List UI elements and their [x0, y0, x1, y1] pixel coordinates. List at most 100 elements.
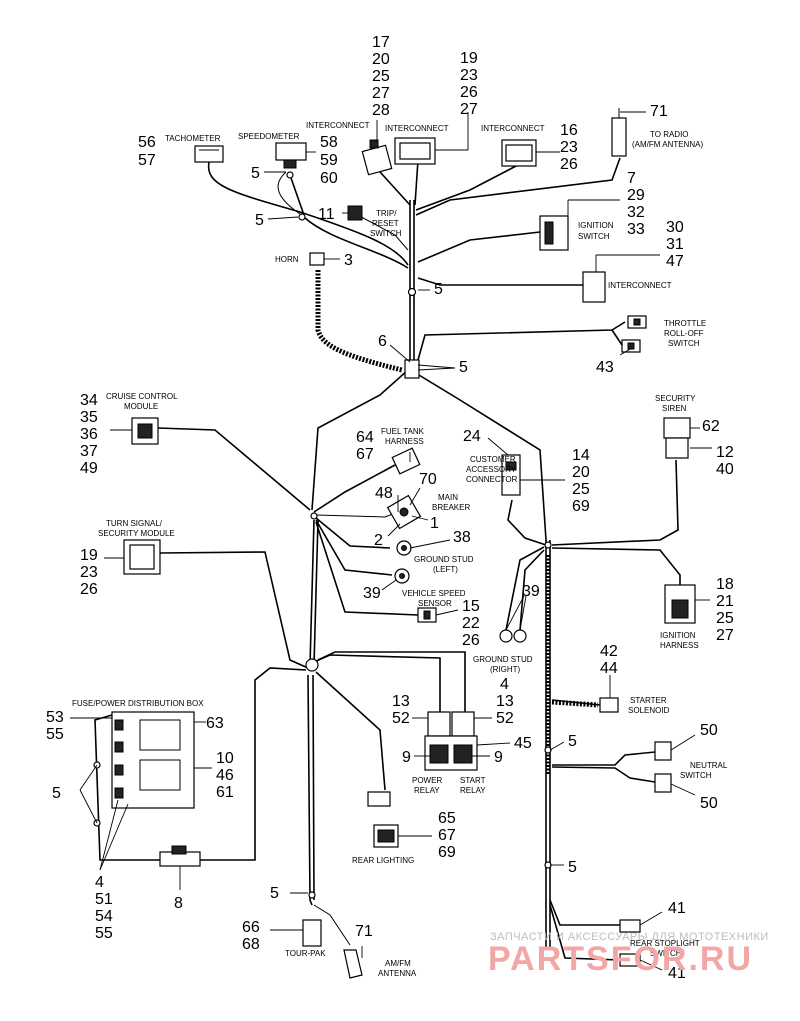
callout: 46 — [216, 767, 234, 784]
trip-reset-switch — [347, 205, 363, 221]
callout: 47 — [666, 253, 684, 270]
callout: 24 — [463, 428, 481, 445]
callout: 41 — [668, 900, 686, 917]
fuel-tank-label-2: HARNESS — [385, 437, 424, 446]
ground-left-label-1: GROUND STUD — [414, 555, 474, 564]
callout: 41 — [668, 965, 686, 982]
callout: 9 — [402, 749, 411, 766]
throttle-label-1: THROTTLE — [664, 319, 706, 328]
interconnect-label-2: INTERCONNECT — [385, 124, 449, 133]
callout: 6 — [378, 333, 387, 350]
power-relay-label-2: RELAY — [414, 786, 440, 795]
rear-lighting-connector — [367, 791, 399, 848]
horn-label: HORN — [275, 255, 299, 264]
callout: 9 — [494, 749, 503, 766]
callout: 49 — [80, 460, 98, 477]
callout: 69 — [438, 844, 456, 861]
horn-connector — [309, 252, 325, 266]
callout: 4 — [95, 874, 104, 891]
callout: 13 — [392, 693, 410, 710]
speedometer-connector — [275, 142, 307, 169]
callout: 59 — [320, 152, 338, 169]
interconnect-connector-2 — [394, 137, 436, 165]
customer-label-3: CONNECTOR — [466, 475, 518, 484]
turn-signal-label-2: SECURITY MODULE — [98, 529, 175, 538]
starter-label-1: STARTER — [630, 696, 667, 705]
ground-right-label-2: (RIGHT) — [490, 665, 521, 674]
callout: 22 — [462, 615, 480, 632]
fuse-box-label: FUSE/POWER DISTRIBUTION BOX — [72, 699, 204, 708]
callout: 5 — [568, 859, 577, 876]
callout: 4 — [500, 676, 509, 693]
interconnect-label-1: INTERCONNECT — [306, 121, 370, 130]
callout: 25 — [372, 68, 390, 85]
main-breaker-label-1: MAIN — [438, 493, 458, 502]
callout: 14 — [572, 447, 590, 464]
callout: 42 — [600, 643, 618, 660]
interconnect-connector-1 — [361, 139, 393, 176]
customer-label-1: CUSTOMER — [470, 455, 516, 464]
callout: 67 — [356, 446, 374, 463]
fuse-distribution-box — [111, 711, 195, 809]
callout: 68 — [242, 936, 260, 953]
trip-label-3: SWITCH — [370, 229, 402, 238]
callout: 8 — [174, 895, 183, 912]
callout: 52 — [392, 710, 410, 727]
ground-stud-right — [499, 629, 527, 643]
ignition-harness-label-2: HARNESS — [660, 641, 699, 650]
tachometer-label: TACHOMETER — [165, 134, 221, 143]
callout: 1 — [430, 515, 439, 532]
callout: 11 — [318, 206, 335, 223]
fuel-tank-connector — [391, 447, 421, 475]
callout: 51 — [95, 891, 113, 908]
callout: 20 — [372, 51, 390, 68]
callout: 23 — [460, 67, 478, 84]
callout: 23 — [80, 564, 98, 581]
cruise-label-1: CRUISE CONTROL — [106, 392, 178, 401]
to-radio-label-1: TO RADIO — [650, 130, 689, 139]
callout: 3 — [344, 252, 353, 269]
throttle-label-3: SWITCH — [668, 339, 700, 348]
callout-numbers: 56 57 58 59 60 17 20 25 27 28 19 23 26 2… — [46, 34, 734, 982]
callout: 7 — [627, 170, 636, 187]
callout: 27 — [716, 627, 734, 644]
main-breaker-label-2: BREAKER — [432, 503, 470, 512]
interconnect-connector-3 — [501, 139, 537, 167]
callout: 71 — [650, 103, 668, 120]
am-fm-antenna-connector — [343, 949, 363, 979]
callout: 58 — [320, 134, 338, 151]
callout: 16 — [560, 122, 578, 139]
conduit-sections — [315, 270, 599, 775]
callout: 66 — [242, 919, 260, 936]
ground-right-label-1: GROUND STUD — [473, 655, 533, 664]
callout: 34 — [80, 392, 98, 409]
callout: 64 — [356, 429, 374, 446]
callout: 43 — [596, 359, 614, 376]
power-relay-label-1: POWER — [412, 776, 442, 785]
callout: 26 — [460, 84, 478, 101]
tour-pak-connector — [302, 919, 322, 947]
callout: 12 — [716, 444, 734, 461]
security-siren-label-1: SECURITY — [655, 394, 696, 403]
callout: 69 — [572, 498, 590, 515]
callout: 5 — [568, 733, 577, 750]
speedometer-label: SPEEDOMETER — [238, 132, 300, 141]
callout: 18 — [716, 576, 734, 593]
throttle-rolloff-connectors — [621, 315, 647, 353]
callout: 54 — [95, 908, 113, 925]
ignition-switch-connector — [539, 215, 569, 251]
ground-stud-left — [394, 540, 412, 584]
callout: 28 — [372, 102, 390, 119]
amfm-label-2: ANTENNA — [378, 969, 417, 978]
callout: 13 — [496, 693, 514, 710]
callout: 5 — [270, 885, 279, 902]
harness-wires — [94, 157, 681, 961]
callout: 38 — [453, 529, 471, 546]
ignition-switch-label-2: SWITCH — [578, 232, 610, 241]
turn-signal-label-1: TURN SIGNAL/ — [106, 519, 163, 528]
neutral-switch-connectors — [654, 741, 672, 793]
amfm-label-1: AM/FM — [385, 959, 411, 968]
watermark-logo: PARTSFOR.RU — [488, 940, 753, 978]
security-siren-label-2: SIREN — [662, 404, 687, 413]
